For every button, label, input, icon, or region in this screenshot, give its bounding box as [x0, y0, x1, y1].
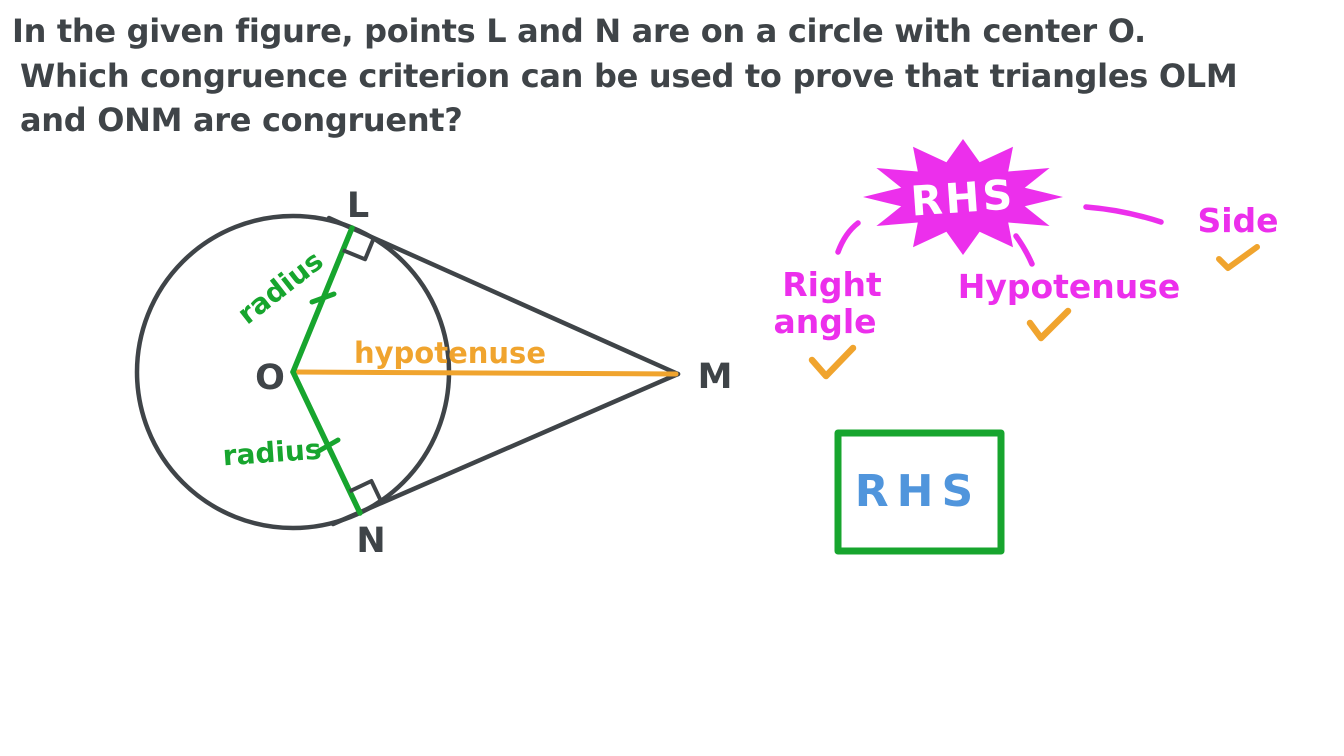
question-line-1: In the given figure, points L and N are … [12, 12, 1146, 50]
question-line-2: Which congruence criterion can be used t… [20, 57, 1238, 95]
rhs-mnemonic: RHS Right angle Hypotenuse Side [773, 139, 1279, 380]
tangent-line-LM [326, 215, 681, 377]
circle-figure: O L N M radius radius hypotenuse [134, 186, 733, 561]
hypotenuse-mnemonic-label: Hypotenuse [958, 267, 1181, 306]
radius-ON [290, 369, 363, 516]
check-icon-side [1216, 244, 1260, 271]
connector-dash-side-icon [1083, 204, 1164, 225]
point-label-M: M [698, 357, 733, 397]
answer-box-frame [834, 429, 1005, 555]
check-icon-hypotenuse [1026, 307, 1072, 342]
right-angle-mark-N-icon [348, 479, 384, 504]
starburst-title: RHS [909, 170, 1017, 225]
right-angle-label-line2: angle [773, 302, 876, 341]
point-label-O: O [255, 358, 285, 398]
check-icon-right-angle [808, 344, 857, 380]
hypotenuse-segment [292, 369, 679, 377]
tick-mark-lower-radius-icon [314, 437, 341, 455]
right-angle-label-line1: Right [782, 265, 882, 304]
connector-dash-hypotenuse-icon [1013, 233, 1035, 267]
question-line-3: and ONM are congruent? [20, 101, 463, 139]
tangent-line-NM [330, 371, 681, 527]
point-label-L: L [347, 186, 369, 226]
tick-mark-upper-radius-icon [309, 291, 337, 305]
hypotenuse-label: hypotenuse [354, 336, 546, 370]
starburst-icon [863, 139, 1063, 255]
right-angle-mark-L-icon [342, 236, 377, 262]
side-mnemonic-label: Side [1197, 201, 1278, 240]
answer-box: RHS [834, 429, 1005, 555]
connector-dash-right-angle-icon [835, 220, 861, 255]
radius-lower-label: radius [222, 433, 323, 473]
answer-label: RHS [855, 466, 981, 517]
point-label-N: N [356, 521, 385, 561]
